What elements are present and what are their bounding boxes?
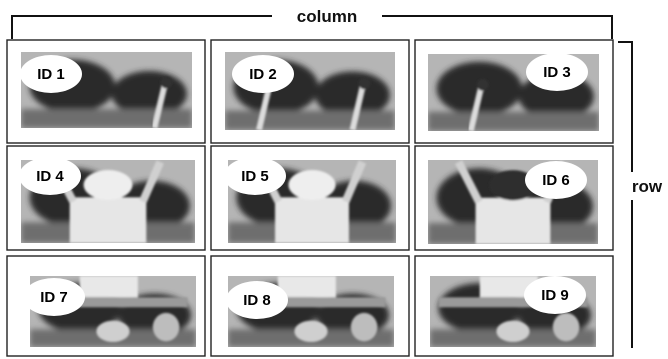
id-oval xyxy=(224,157,286,195)
cell-photo xyxy=(428,160,598,244)
id-label: ID 6 xyxy=(542,172,570,189)
id-oval xyxy=(20,55,82,93)
grid-cell: ID 3 xyxy=(414,39,614,144)
id-label: ID 2 xyxy=(249,66,277,83)
row-bracket xyxy=(618,41,633,348)
id-label: ID 3 xyxy=(543,64,571,81)
grid-cell: ID 1 xyxy=(6,39,206,144)
id-oval xyxy=(226,281,288,319)
cell-photo xyxy=(21,160,195,243)
id-label: ID 5 xyxy=(241,168,269,185)
id-label: ID 1 xyxy=(37,66,65,83)
id-oval xyxy=(232,55,294,93)
id-label: ID 9 xyxy=(541,287,569,304)
grid-cell: ID 5 xyxy=(210,145,410,251)
grid-cell: ID 4 xyxy=(6,145,206,251)
grid-cell: ID 7 xyxy=(6,255,206,357)
id-oval xyxy=(23,278,85,316)
id-label: ID 4 xyxy=(36,168,64,185)
id-oval xyxy=(524,276,586,314)
row-label: row xyxy=(632,177,663,196)
grid-cell: ID 6 xyxy=(414,145,614,251)
id-oval xyxy=(526,53,588,91)
grid-cell: ID 9 xyxy=(414,255,614,357)
cell-grid: ID 1 ID 2 ID 3 ID 4 ID 5 ID 6 ID 7 ID 8 ID 9 xyxy=(6,39,614,357)
grid-cell: ID 2 xyxy=(210,39,410,144)
id-label: ID 8 xyxy=(243,292,271,309)
grid-cell: ID 8 xyxy=(210,255,410,357)
id-label: ID 7 xyxy=(40,289,68,306)
column-label: column xyxy=(297,7,357,26)
id-oval xyxy=(525,161,587,199)
column-bracket xyxy=(11,15,613,39)
id-oval xyxy=(19,157,81,195)
